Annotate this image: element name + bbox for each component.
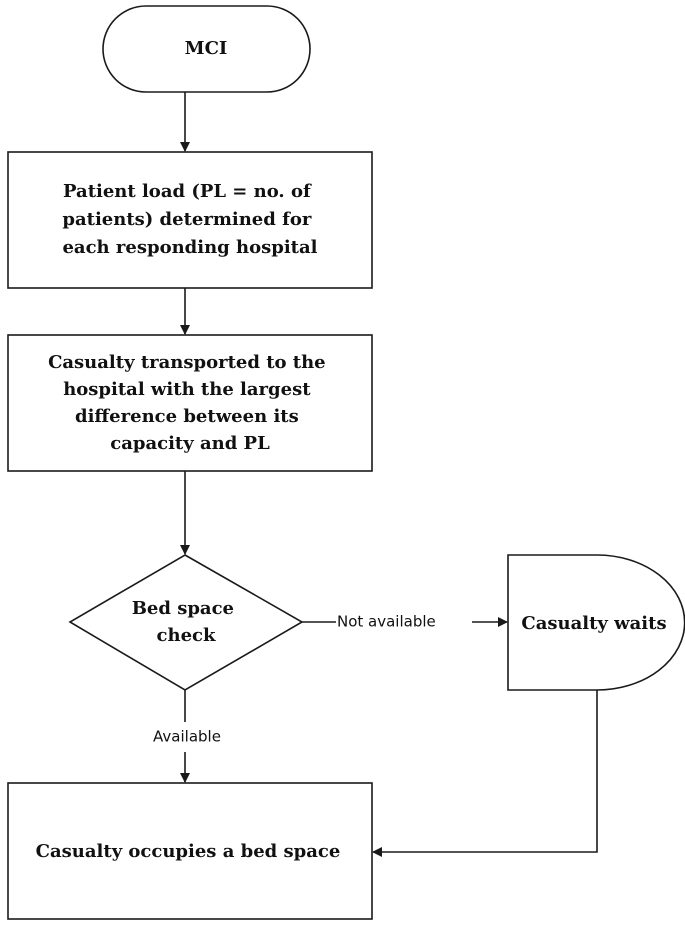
connector-waits-to-occupies [372, 690, 598, 857]
bed-check-label: Bed space check [132, 598, 241, 646]
patient-load-label: Patient load (PL = no. of patients) dete… [62, 181, 317, 258]
mci-terminator: MCI [102, 5, 311, 93]
occupies-label: Casualty occupies a bed space [36, 841, 341, 862]
casualty-waits-label: Casualty waits [521, 613, 666, 634]
mci-label: MCI [185, 38, 228, 59]
patient-load-process: Patient load (PL = no. of patients) dete… [7, 151, 373, 289]
edge-label-not-available: Not available [337, 613, 436, 631]
casualty-waits-delay: Casualty waits [507, 554, 685, 691]
edge-label-available: Available [153, 728, 221, 746]
occupies-process: Casualty occupies a bed space [7, 782, 373, 920]
bed-check-decision: Bed space check [68, 554, 304, 691]
transport-process: Casualty transported to the hospital wit… [7, 334, 373, 472]
transport-label: Casualty transported to the hospital wit… [48, 352, 332, 454]
